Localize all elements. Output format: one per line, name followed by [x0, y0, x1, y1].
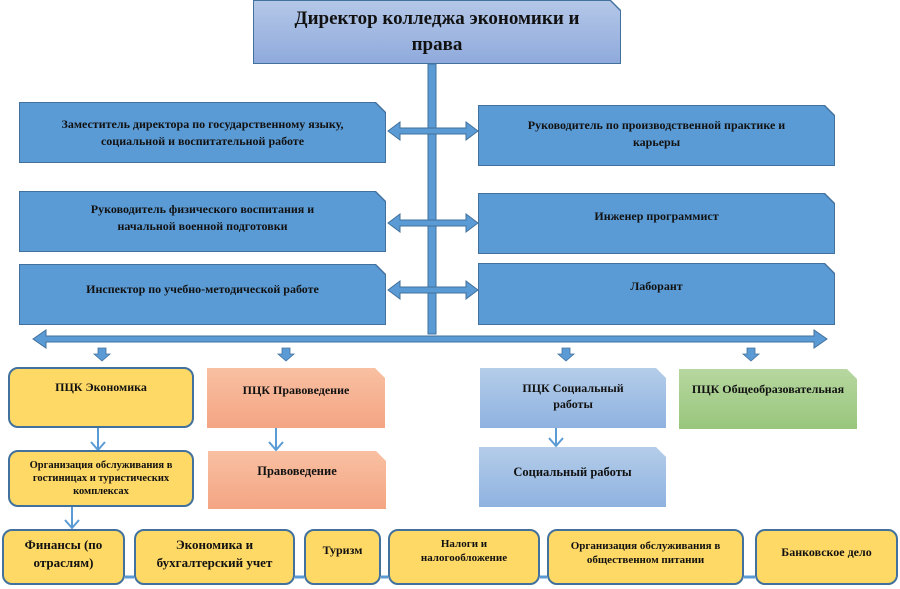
department-label: ПЦК Социальный работы: [522, 381, 624, 412]
specialty-label: Экономика и бухгалтерский учет: [156, 537, 273, 570]
left-staff-label: Инспектор по учебно-методической работе: [86, 282, 319, 296]
right-staff-box-practice[interactable]: Руководитель по производственной практик…: [479, 106, 834, 165]
specialty-banking[interactable]: Банковское дело: [755, 529, 898, 585]
thin-arrow-law: [268, 428, 284, 452]
right-staff-label: Лаборант: [630, 279, 683, 293]
left-staff-box-inspector[interactable]: Инспектор по учебно-методической работе: [20, 265, 385, 324]
department-label: ПЦК Экономика: [55, 380, 147, 394]
down-arrow-social: [556, 347, 576, 362]
sub-unit-law[interactable]: Правоведение: [208, 451, 386, 509]
left-staff-box-deputy[interactable]: Заместитель директора по государственном…: [20, 103, 385, 162]
right-staff-label: Руководитель по производственной практик…: [527, 118, 786, 149]
thin-arrow-social: [548, 428, 564, 448]
right-staff-box-lab-assistant[interactable]: Лаборант: [479, 264, 834, 324]
thin-arrow-specialties: [64, 506, 80, 530]
specialty-taxes[interactable]: Налоги и налогообложение: [388, 529, 540, 585]
department-economics[interactable]: ПЦК Экономика: [8, 367, 194, 428]
right-staff-label: Инженер программист: [594, 209, 719, 223]
down-arrow-general: [741, 347, 761, 362]
department-general-education[interactable]: ПЦК Общеобразовательная: [679, 369, 857, 429]
sub-unit-label: Социальный работы: [513, 465, 632, 479]
thin-arrow-economics: [90, 428, 106, 452]
department-social-work[interactable]: ПЦК Социальный работы: [480, 368, 666, 428]
horizontal-bus-arrow: [32, 329, 828, 349]
down-arrow-law: [276, 347, 296, 362]
specialty-label: Организация обслуживания в общественном …: [570, 540, 721, 567]
sub-unit-social-work[interactable]: Социальный работы: [479, 447, 666, 507]
specialty-label: Финансы (по отраслям): [24, 537, 103, 570]
specialty-label: Налоги и налогообложение: [420, 538, 508, 565]
sub-unit-label: Организация обслуживания в гостиницах и …: [29, 459, 173, 498]
sub-unit-hotel-service[interactable]: Организация обслуживания в гостиницах и …: [8, 450, 194, 507]
specialty-economics-accounting[interactable]: Экономика и бухгалтерский учет: [134, 529, 295, 585]
specialty-label: Туризм: [322, 542, 363, 557]
down-arrow-economics: [92, 347, 112, 362]
specialty-label: Банковское дело: [781, 544, 872, 559]
specialty-catering-service[interactable]: Организация обслуживания в общественном …: [547, 529, 744, 585]
sub-unit-label: Правоведение: [257, 464, 337, 478]
specialty-finance[interactable]: Финансы (по отраслям): [2, 529, 125, 585]
department-law[interactable]: ПЦК Правоведение: [207, 368, 385, 428]
left-staff-box-physical-education[interactable]: Руководитель физического воспитания и на…: [20, 192, 385, 251]
left-staff-label: Руководитель физического воспитания и на…: [90, 202, 315, 233]
right-staff-box-engineer[interactable]: Инженер программист: [479, 194, 834, 253]
director-title: Директор колледжа экономики и права: [294, 8, 580, 55]
director-box[interactable]: Директор колледжа экономики и права: [254, 1, 620, 63]
specialty-tourism[interactable]: Туризм: [304, 529, 381, 585]
left-staff-label: Заместитель директора по государственном…: [61, 117, 344, 148]
department-label: ПЦК Правоведение: [242, 383, 350, 397]
department-label: ПЦК Общеобразовательная: [691, 382, 845, 396]
vertical-trunk: [427, 63, 437, 335]
